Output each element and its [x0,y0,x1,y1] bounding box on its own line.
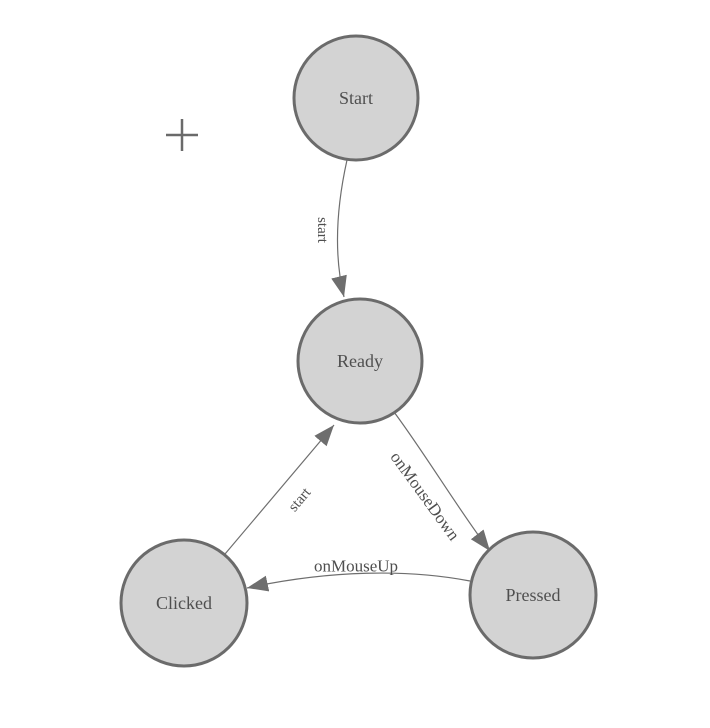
crosshair-icon [166,119,198,151]
node-pressed[interactable]: Pressed [468,530,598,660]
node-start[interactable]: Start [292,34,420,162]
node-ready[interactable]: Ready [296,297,424,425]
edge-clicked-to-ready-label[interactable]: start [286,484,315,515]
node-pressed-label: Pressed [506,585,561,605]
edge-pressed-to-clicked-line[interactable] [246,572,471,592]
edge-start-to-ready-line[interactable] [331,159,348,298]
node-start-label: Start [339,88,373,108]
node-clicked[interactable]: Clicked [119,538,249,668]
edge-pressed-to-clicked[interactable]: onMouseUp [246,557,471,592]
edge-start-to-ready-label[interactable]: start [314,217,330,244]
edge-clicked-to-ready-line[interactable] [224,424,335,555]
edge-ready-to-pressed[interactable]: onMouseDown [387,411,491,552]
edge-ready-to-pressed-line[interactable] [393,411,491,552]
node-ready-shape[interactable] [296,297,424,425]
node-clicked-label: Clicked [156,593,212,613]
node-pressed-shape[interactable] [468,530,598,660]
edge-clicked-to-ready[interactable]: start [224,424,335,555]
node-clicked-shape[interactable] [119,538,249,668]
edge-pressed-to-clicked-label[interactable]: onMouseUp [314,557,398,576]
edge-start-to-ready[interactable]: start [314,159,348,298]
node-start-shape[interactable] [292,34,420,162]
node-ready-label: Ready [337,351,383,371]
